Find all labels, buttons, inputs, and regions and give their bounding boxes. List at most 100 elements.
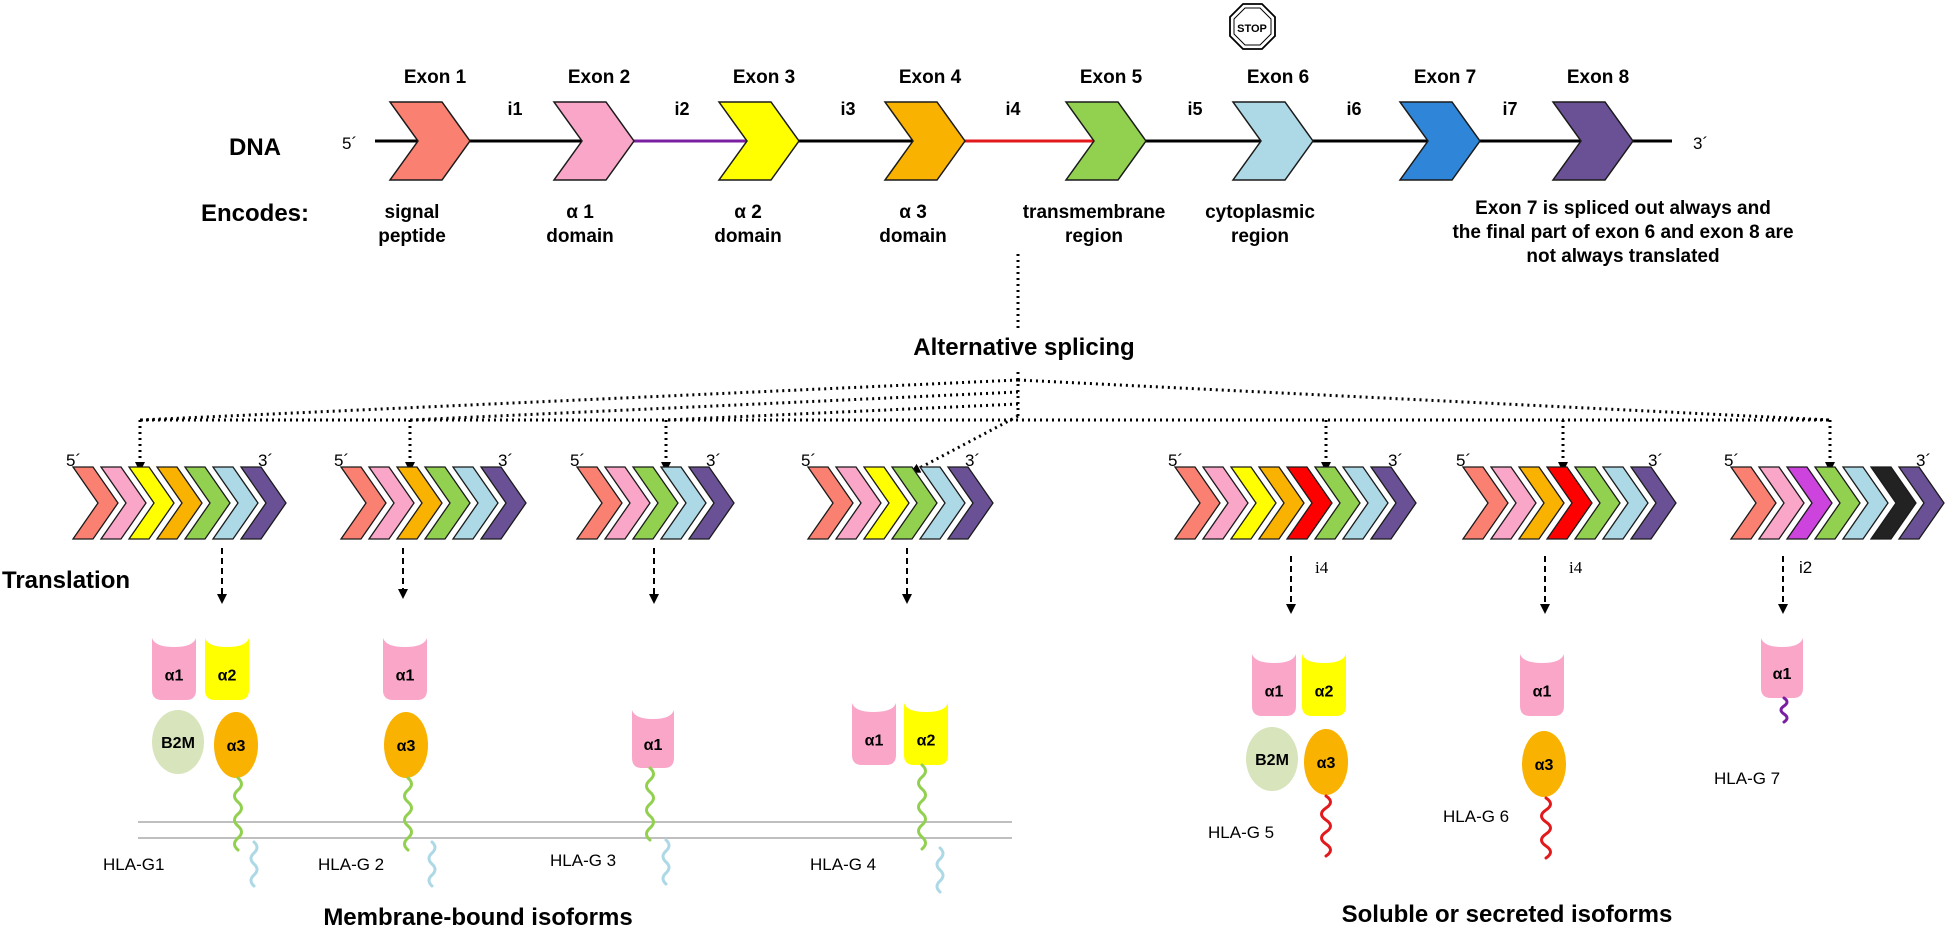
g4-cytoplasmic-tail [935, 846, 945, 894]
transcript-4-segment-1 [806, 466, 854, 540]
transcript-7-five-prime: 5´ [1724, 451, 1739, 470]
transcript-6-segment-5 [1573, 466, 1621, 540]
transcript-6-five-prime: 5´ [1456, 451, 1471, 470]
transcript-1-segment-5 [183, 466, 231, 540]
g5-b2m-label: B2M [1255, 752, 1289, 769]
g1-alpha2-shape [205, 638, 249, 700]
g5-b2m-shape [1246, 727, 1298, 791]
transcript-5-segment-5 [1285, 466, 1333, 540]
intron-label-1: i1 [507, 99, 522, 119]
dna-five-prime: 5´ [342, 134, 357, 153]
g5-intron4-tail [1320, 794, 1332, 858]
transcript-4-three-prime: 3´ [965, 451, 980, 470]
g1-transmembrane-tail [233, 776, 243, 852]
isoform-label-g3: HLA-G 3 [550, 851, 616, 870]
intron-label-5: i5 [1187, 99, 1202, 119]
transcript-5-segment-4 [1257, 466, 1305, 540]
g1-cytoplasmic-tail [249, 840, 259, 888]
fan-curve-1 [139, 378, 1019, 422]
isoform-label-g1: HLA-G1 [103, 855, 164, 874]
transcript-1-segment-7 [239, 466, 287, 540]
transcript-2-segment-6 [479, 466, 527, 540]
exon-5-encodes-line-1: transmembrane [1023, 202, 1166, 223]
g7-alpha1: α1 [1761, 638, 1803, 698]
transcript-6-segment-4 [1545, 466, 1593, 540]
g7-intron2-tail [1779, 696, 1789, 724]
g5-alpha1-label: α1 [1265, 683, 1284, 700]
exon-6-encodes-line-2: region [1231, 226, 1289, 247]
transcript-1-five-prime: 5´ [66, 451, 81, 470]
isoform-label-g4: HLA-G 4 [810, 855, 876, 874]
exon-4-encodes-line-2: domain [879, 226, 947, 247]
dna-label: DNA [229, 134, 281, 161]
g5-alpha3-label: α3 [1317, 755, 1336, 772]
stop-sign-label: STOP [1237, 23, 1267, 35]
transcript-6-segment-3 [1517, 466, 1565, 540]
transcript-6-segment-7 [1629, 466, 1677, 540]
stop-sign-icon: STOP [1229, 3, 1276, 50]
g1-b2m-label: B2M [161, 735, 195, 752]
g7-alpha1-label: α1 [1773, 666, 1792, 683]
g4-alpha2: α2 [904, 703, 948, 765]
g1-alpha3: α3 [214, 712, 258, 778]
transcript-5-segment-3 [1229, 466, 1277, 540]
exon-8-label: Exon 8 [1567, 67, 1629, 88]
transcript-3: 5´3´ [570, 451, 735, 540]
transcript-4-segment-5 [918, 466, 966, 540]
isoform-label-g5: HLA-G 5 [1208, 823, 1274, 842]
transcript-1-segment-6 [211, 466, 259, 540]
transcript-7-segment-1 [1729, 466, 1777, 540]
transcript-5-intron-label: i4 [1315, 558, 1329, 577]
transcript-4-segment-3 [862, 466, 910, 540]
transcript-7-segment-7 [1897, 466, 1945, 540]
g5-alpha2: α2 [1302, 654, 1346, 716]
exon-3-encodes-line-1: α 2 [734, 202, 762, 223]
transcript-2: 5´3´ [334, 451, 527, 540]
g5-alpha1: α1 [1252, 654, 1296, 716]
g2-alpha3-shape [384, 712, 428, 778]
transcript-2-segment-4 [423, 466, 471, 540]
exon7-note: Exon 7 is spliced out always and the fin… [1452, 198, 1793, 267]
exon-3-encodes-line-2: domain [714, 226, 782, 247]
exon-6-label: Exon 6 [1247, 67, 1309, 88]
exon-4-encodes-line-1: α 3 [899, 202, 927, 223]
exon-5-chevron [1064, 101, 1147, 181]
exon-5-encodes-line-2: region [1065, 226, 1123, 247]
transcript-6-three-prime: 3´ [1648, 451, 1663, 470]
g4-alpha2-label: α2 [917, 732, 936, 749]
exon-2-label: Exon 2 [568, 67, 630, 88]
transcript-3-segment-5 [687, 466, 735, 540]
transcript-3-segment-1 [575, 466, 623, 540]
intron-label-4: i4 [1005, 99, 1020, 119]
exon-3-chevron [717, 101, 800, 181]
g6-intron4-tail [1540, 796, 1552, 860]
transcript-3-segment-3 [631, 466, 679, 540]
g7-alpha1-shape [1761, 638, 1803, 698]
exon-3-label: Exon 3 [733, 67, 795, 88]
exon-8-chevron [1551, 101, 1634, 181]
transcript-7-segment-5 [1841, 466, 1889, 540]
transcript-4-five-prime: 5´ [801, 451, 816, 470]
g4-alpha2-shape [904, 703, 948, 765]
transcript-6: 5´ 3´ [1456, 451, 1677, 540]
g2-transmembrane-tail [403, 776, 413, 852]
transcript-6-segment-6 [1601, 466, 1649, 540]
g5-alpha2-shape [1302, 654, 1346, 716]
transcript-7: 5´3´ [1724, 451, 1945, 540]
intron-label-3: i3 [840, 99, 855, 119]
exon-7-chevron [1398, 101, 1481, 181]
exon-1-chevron [388, 101, 471, 181]
g3-cytoplasmic-tail [661, 838, 671, 886]
transcript-7-intron-label: i2 [1799, 558, 1812, 577]
g2-alpha1-label: α1 [396, 667, 415, 684]
g4-alpha1-shape [852, 703, 896, 765]
g1-alpha1: α1 [152, 638, 196, 700]
encodes-label: Encodes: [201, 200, 309, 227]
exon-1-encodes-line-1: signal [385, 202, 440, 223]
g4-alpha1-label: α1 [865, 732, 884, 749]
g1-alpha2-label: α2 [218, 667, 237, 684]
exon-note-line-2: the final part of exon 6 and exon 8 are [1452, 222, 1793, 243]
